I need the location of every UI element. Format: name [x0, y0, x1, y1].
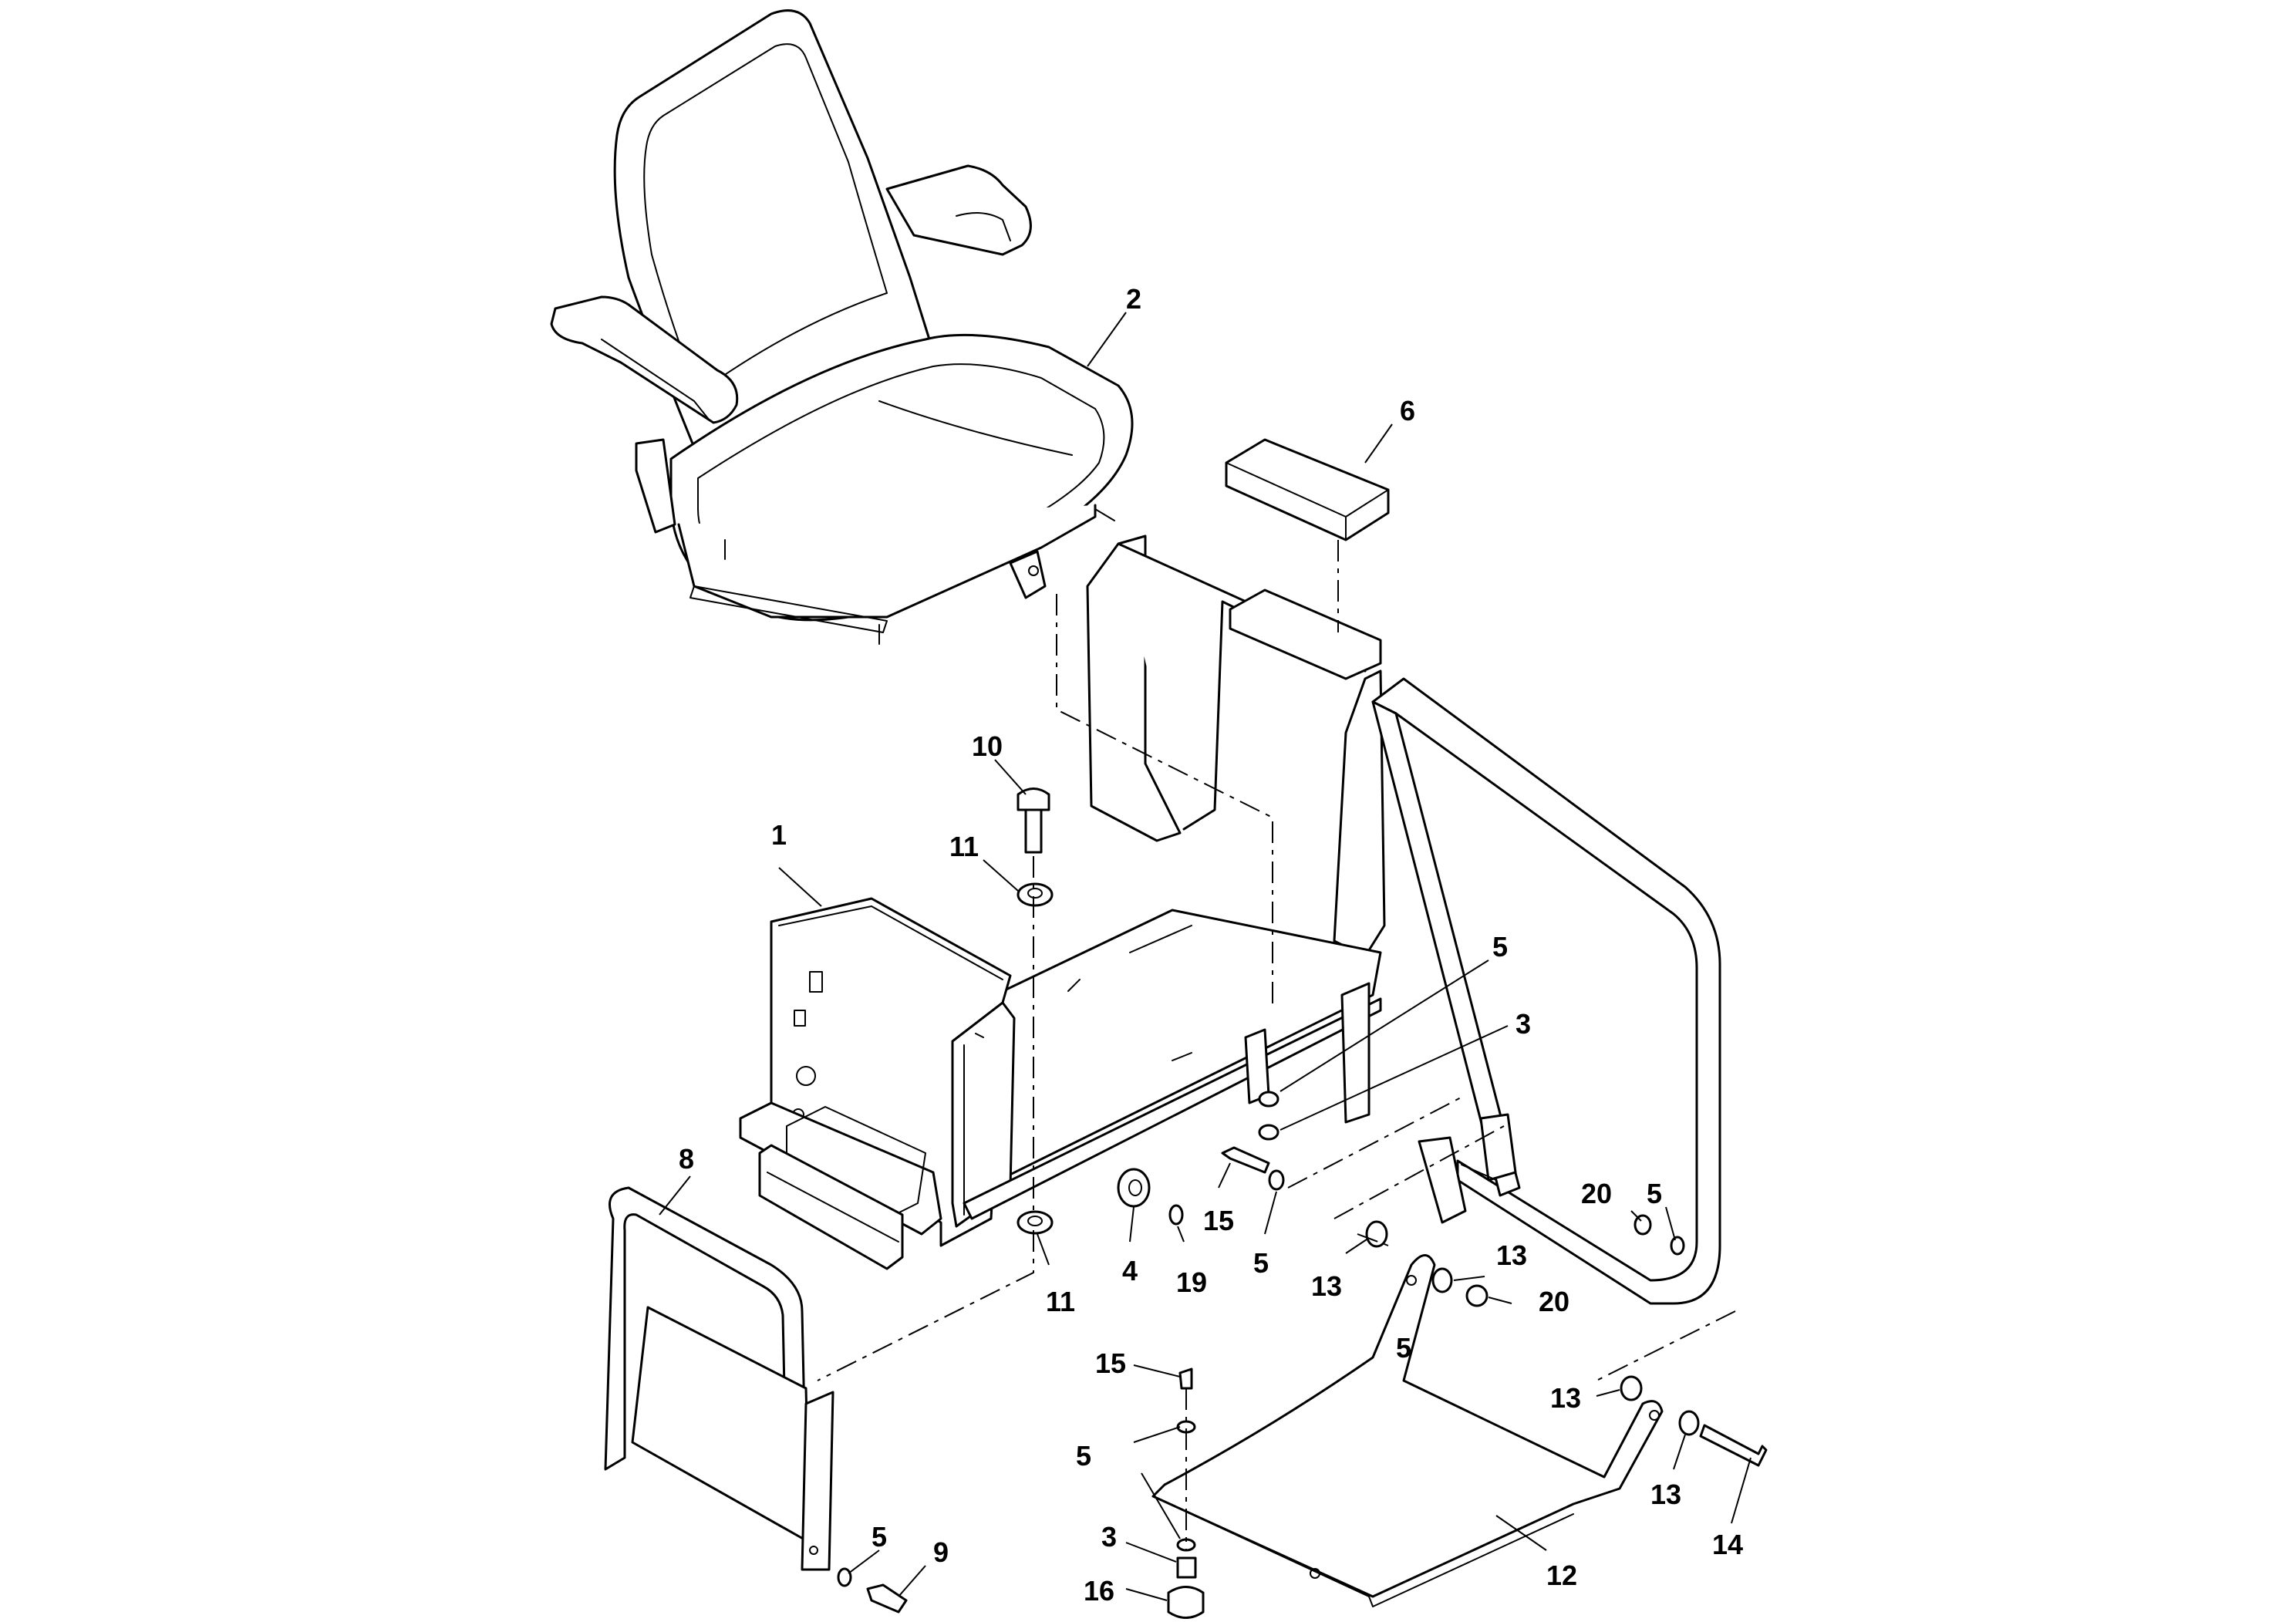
callout-13-lower-right: 13: [1650, 1479, 1681, 1510]
callout-5-mid: 5: [1253, 1247, 1269, 1279]
callout-13-mid-right: 13: [1496, 1239, 1527, 1271]
callout-6: 6: [1400, 395, 1415, 427]
callout-15-mid: 15: [1203, 1205, 1234, 1236]
side-tube-frame: [1371, 677, 1721, 1305]
callout-8: 8: [679, 1143, 694, 1175]
callout-5-bottom: 5: [1076, 1440, 1091, 1472]
callout-5-front: 5: [872, 1521, 887, 1553]
callout-20-mid: 20: [1539, 1286, 1569, 1317]
callout-13-lower-left: 13: [1550, 1382, 1581, 1414]
callout-4: 4: [1122, 1255, 1138, 1286]
seat-frame: [739, 534, 1386, 1270]
callout-12: 12: [1546, 1560, 1577, 1591]
callout-2: 2: [1126, 283, 1141, 315]
callout-1: 1: [771, 819, 787, 851]
armrest-pad: [1225, 438, 1390, 541]
foot-plate: [1151, 1254, 1664, 1607]
callout-5-plate: 5: [1396, 1332, 1411, 1364]
callout-5-frame: 5: [1647, 1178, 1662, 1209]
callout-labels: 1 2 6 10 11 5 3 11 4 19 15 5 13 13 20 20…: [679, 283, 1743, 1607]
callout-20-frame: 20: [1581, 1178, 1612, 1209]
seat: [550, 9, 1134, 645]
callout-11-bottom: 11: [1046, 1286, 1075, 1317]
callout-9: 9: [933, 1536, 949, 1568]
callout-11-top: 11: [949, 831, 979, 862]
front-step-frame: [604, 1186, 834, 1571]
callout-13-mid-left: 13: [1311, 1270, 1342, 1302]
callout-3-bottom: 3: [1101, 1521, 1117, 1553]
callout-leaders: [659, 312, 1752, 1601]
callout-19: 19: [1176, 1266, 1207, 1298]
callout-16: 16: [1084, 1575, 1114, 1607]
assembly-centerlines: [817, 540, 1736, 1550]
callout-5-rear: 5: [1492, 931, 1508, 963]
callout-14: 14: [1712, 1529, 1743, 1560]
callout-15-bottom: 15: [1095, 1347, 1126, 1379]
callout-3-rear: 3: [1515, 1008, 1531, 1040]
callout-10: 10: [972, 730, 1003, 762]
